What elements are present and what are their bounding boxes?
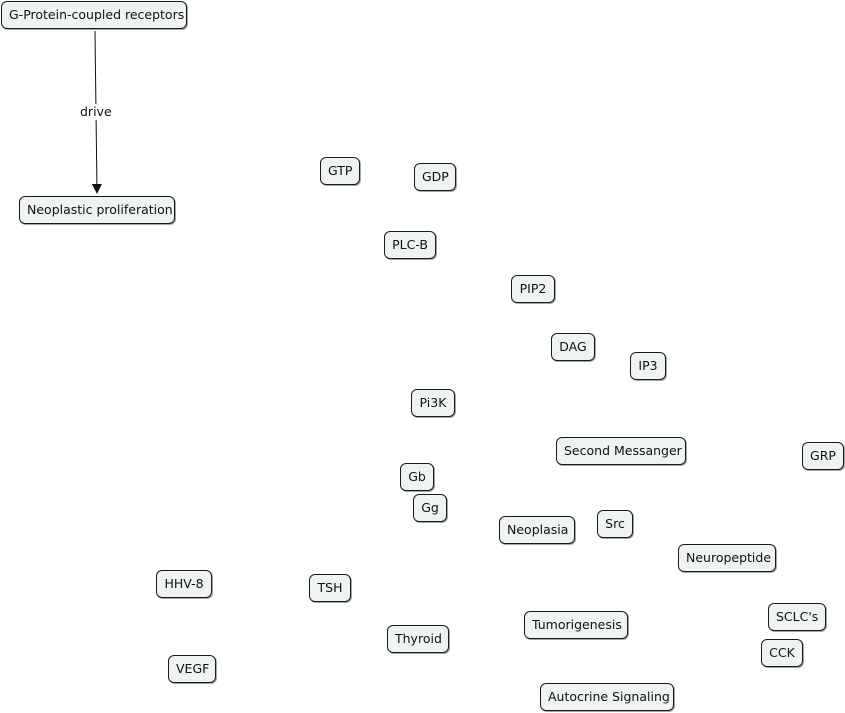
concept-gg[interactable]: Gg [413,494,447,522]
concept-dag[interactable]: DAG [551,333,595,361]
concept-gb[interactable]: Gb [400,463,434,491]
concept-second-messanger[interactable]: Second Messanger [556,437,686,465]
concept-gtp[interactable]: GTP [320,157,360,185]
concept-autocrine-signaling[interactable]: Autocrine Signaling [540,683,674,711]
concept-gdp[interactable]: GDP [414,163,456,191]
concept-vegf[interactable]: VEGF [168,655,216,683]
concept-neuropeptide[interactable]: Neuropeptide [678,544,776,572]
concept-ip3[interactable]: IP3 [630,352,666,380]
concept-plcb[interactable]: PLC-B [384,231,436,259]
concept-tsh[interactable]: TSH [309,574,351,602]
concept-gpcr[interactable]: G-Protein-coupled receptors [1,1,187,29]
concept-neoplastic-proliferation[interactable]: Neoplastic proliferation [19,196,175,224]
concept-neoplasia[interactable]: Neoplasia [499,516,575,544]
concept-sclcs[interactable]: SCLC's [768,603,826,631]
concept-pi3k[interactable]: Pi3K [411,389,455,417]
concept-hhv8[interactable]: HHV-8 [156,570,212,598]
concept-thyroid[interactable]: Thyroid [387,625,449,653]
concept-tumorigenesis[interactable]: Tumorigenesis [524,611,628,639]
concept-pip2[interactable]: PIP2 [511,275,555,303]
concept-src[interactable]: Src [597,510,633,538]
concept-cck[interactable]: CCK [761,639,803,667]
concept-grp[interactable]: GRP [802,442,844,470]
link-label-drive[interactable]: drive [78,104,114,120]
